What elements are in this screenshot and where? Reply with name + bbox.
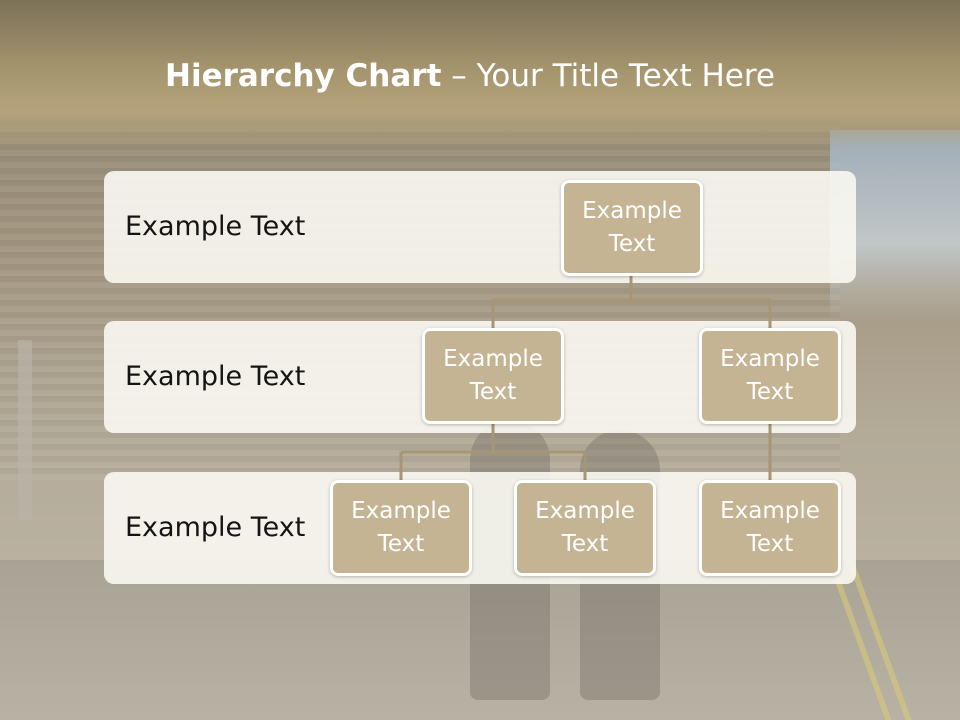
node-root: Example Text [561,180,703,276]
slide-title: Hierarchy Chart – Your Title Text Here [0,58,940,94]
node-level2-left: Example Text [422,328,564,424]
row-label-2: Example Text [125,361,306,392]
node-level2-right: Example Text [699,328,841,424]
connector-root-level2 [491,276,772,328]
title-bold: Hierarchy Chart [165,58,442,94]
node-level3-b: Example Text [514,480,656,576]
row-label-3: Example Text [125,512,306,543]
connector-left-level3 [399,424,587,480]
title-bar [0,0,960,150]
node-level3-c: Example Text [699,480,841,576]
node-level3-a: Example Text [330,480,472,576]
drain-pipe [18,340,32,520]
title-rest: – Your Title Text Here [441,58,775,94]
row-label-1: Example Text [125,211,306,242]
row-band-1 [104,171,856,283]
street [0,560,960,720]
